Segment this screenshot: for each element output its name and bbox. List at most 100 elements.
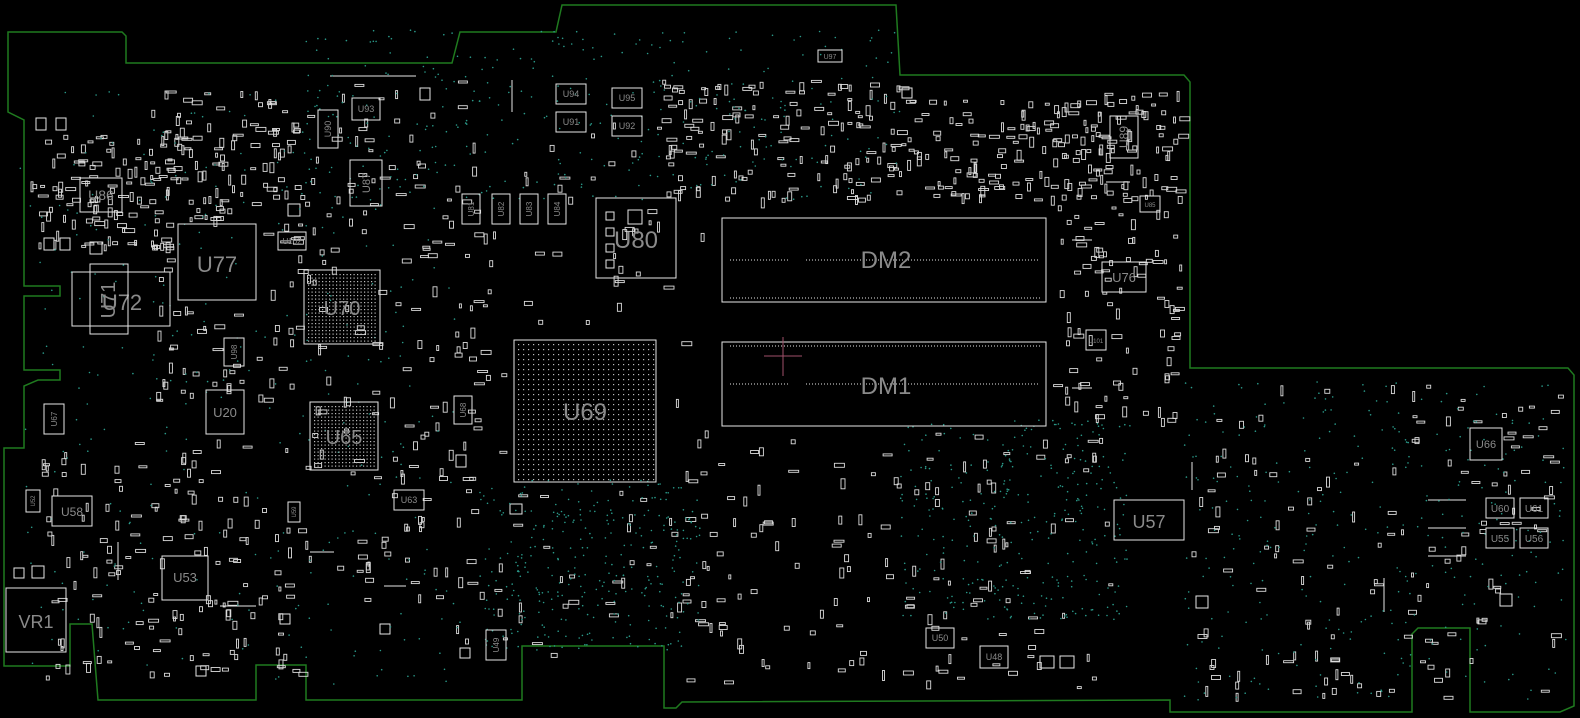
label-u68: U68: [459, 402, 468, 417]
label-u90: U90: [323, 121, 333, 138]
label-u72: U72: [102, 290, 142, 315]
label-u67: U67: [50, 411, 59, 426]
component-u89[interactable]: U89: [1109, 115, 1139, 159]
component-u66[interactable]: U66: [1469, 427, 1503, 461]
component-dm2[interactable]: DM2: [721, 217, 1047, 303]
label-u66: U66: [1476, 439, 1496, 451]
label-u91: U91: [563, 117, 580, 127]
component-u86[interactable]: U86: [79, 177, 123, 213]
label-u65: U65: [326, 427, 363, 449]
bga-grid-u70: [308, 274, 376, 342]
component-u92[interactable]: U92: [611, 115, 643, 137]
label-u83: U83: [525, 201, 534, 216]
component-u97[interactable]: U97: [817, 49, 843, 63]
component-u68[interactable]: U68: [453, 395, 473, 425]
component-u60[interactable]: U60: [1485, 497, 1515, 519]
component-u58[interactable]: U58: [51, 495, 93, 527]
bga-grid-u69: [518, 344, 655, 481]
component-u70[interactable]: U70: [303, 269, 381, 345]
board-outline: [3, 4, 1575, 713]
label-u97: U97: [824, 54, 837, 61]
label-u53: U53: [173, 570, 197, 585]
label-u84: U84: [553, 201, 562, 216]
component-u65[interactable]: U65: [309, 401, 379, 471]
component-u94[interactable]: U94: [555, 83, 587, 105]
label-u93: U93: [358, 104, 375, 114]
label-u56: U56: [1525, 534, 1544, 545]
label-u58: U58: [61, 505, 83, 519]
component-u102[interactable]: U102: [277, 231, 307, 251]
component-u20[interactable]: U20: [205, 389, 245, 435]
label-u59: U59: [292, 506, 298, 518]
label-u20: U20: [213, 405, 237, 420]
component-u82[interactable]: U82: [491, 193, 511, 225]
label-u95: U95: [619, 93, 636, 103]
component-u91[interactable]: U91: [555, 111, 587, 133]
label-u101: U101: [1089, 339, 1104, 345]
label-u92: U92: [619, 121, 636, 131]
label-u102: U102: [282, 237, 302, 246]
component-u77[interactable]: U77: [177, 223, 257, 301]
component-u50[interactable]: U50: [925, 627, 955, 649]
label-u69: U69: [563, 399, 607, 426]
component-u83[interactable]: U83: [519, 193, 539, 225]
label-u98: U98: [230, 344, 239, 359]
label-u70: U70: [324, 298, 361, 320]
label-u50: U50: [932, 633, 949, 643]
component-u57[interactable]: U57: [1113, 499, 1185, 541]
label-u49: U49: [492, 637, 501, 652]
component-u80[interactable]: U80: [595, 197, 677, 279]
component-u49[interactable]: U49: [485, 629, 507, 661]
component-u90[interactable]: U90: [317, 109, 339, 149]
label-u60: U60: [1491, 504, 1510, 515]
via-field: [19, 29, 1567, 701]
crosshair-marker: [764, 337, 802, 376]
label-u94: U94: [563, 89, 580, 99]
component-u76[interactable]: U76: [1101, 261, 1147, 293]
label-u57: U57: [1132, 512, 1165, 532]
component-u56[interactable]: U56: [1519, 527, 1549, 549]
component-u71[interactable]: U71: [89, 263, 129, 335]
label-u62: U52: [31, 495, 37, 507]
passive-pads: [13, 75, 1513, 677]
label-u55: U55: [1491, 534, 1510, 545]
component-u101[interactable]: U101: [1085, 329, 1107, 351]
label-u85: U85: [1144, 203, 1156, 209]
label-u89: U89: [1117, 126, 1131, 148]
component-u63[interactable]: U63: [393, 489, 425, 511]
component-u72[interactable]: U72: [71, 271, 171, 327]
label-u77: U77: [197, 252, 237, 277]
component-u85[interactable]: U85: [1139, 195, 1161, 213]
component-dm1[interactable]: DM1: [721, 341, 1047, 427]
label-u81: U81: [467, 201, 476, 216]
component-u98[interactable]: U98: [223, 337, 245, 367]
component-u93[interactable]: U93: [351, 97, 381, 121]
component-u87[interactable]: U87: [349, 159, 383, 207]
label-dm1: DM1: [861, 373, 912, 400]
component-u53[interactable]: U53: [161, 555, 209, 601]
label-u87: U87: [361, 173, 373, 193]
component-u55[interactable]: U55: [1485, 527, 1515, 549]
component-u81[interactable]: U81: [461, 193, 481, 225]
label-u82: U82: [497, 201, 506, 216]
label-dm2: DM2: [861, 247, 912, 274]
label-u71: U71: [98, 282, 120, 319]
label-u63: U63: [401, 495, 418, 505]
label-u61: U61: [1525, 504, 1544, 515]
label-u80: U80: [614, 227, 658, 254]
component-u84[interactable]: U84: [547, 193, 567, 225]
component-u95[interactable]: U95: [611, 87, 643, 109]
component-u67[interactable]: U67: [43, 403, 65, 435]
component-u69[interactable]: U69: [513, 339, 657, 483]
component-u61[interactable]: U61: [1519, 497, 1549, 519]
component-vr1[interactable]: VR1: [5, 587, 67, 653]
component-u48[interactable]: U48: [979, 645, 1009, 669]
label-u48: U48: [986, 652, 1003, 662]
component-u62[interactable]: U52: [25, 489, 41, 513]
label-u76: U76: [1112, 270, 1136, 285]
bga-grid-u65: [314, 406, 375, 467]
label-u86: U86: [88, 187, 114, 203]
component-u59[interactable]: U59: [287, 501, 301, 523]
generated-passive-pads: [30, 79, 1564, 702]
